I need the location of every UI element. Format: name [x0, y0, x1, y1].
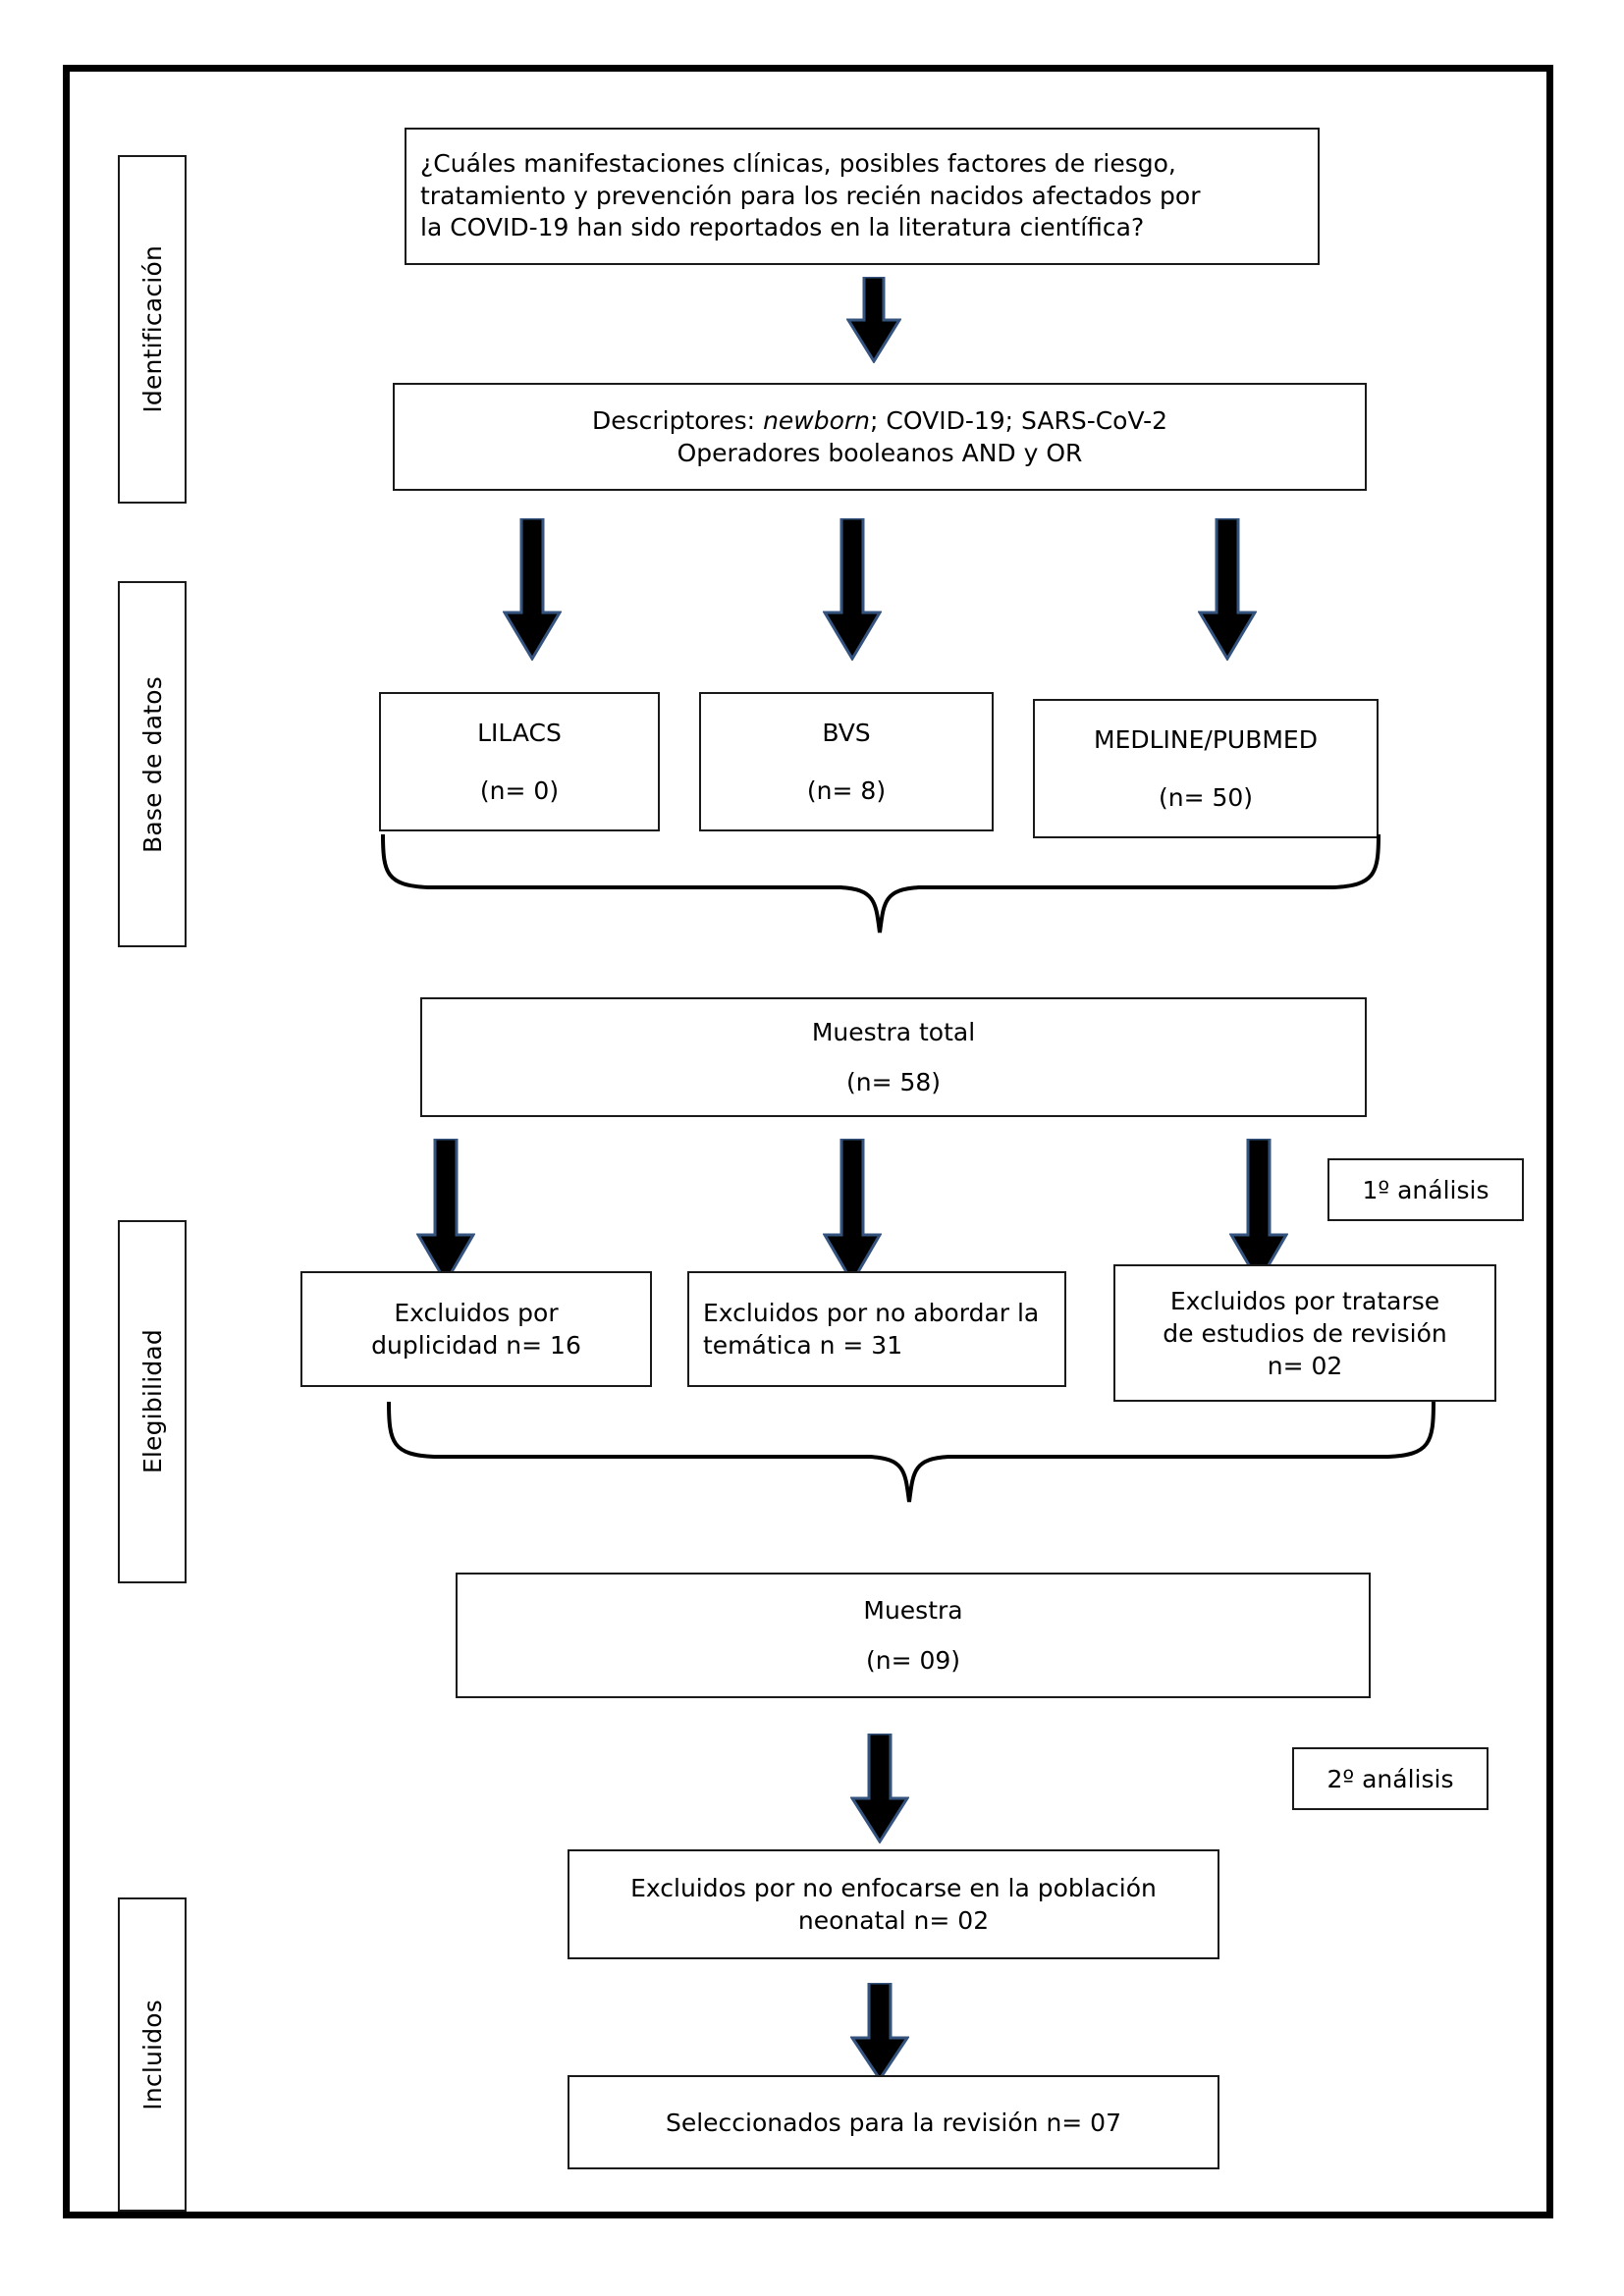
stage-label-base-de-datos: Base de datos — [118, 581, 187, 947]
arrow-question-to-descriptors — [846, 277, 901, 363]
brace-databases-to-total — [373, 834, 1384, 984]
exclusion-neonatal-line-1: Excluidos por no enfocarse en la poblaci… — [630, 1874, 1157, 1902]
exclusion-box-poblacion-neonatal: Excluidos por no enfocarse en la poblaci… — [568, 1849, 1219, 1959]
exclusion-duplicidad-line-2: duplicidad n= 16 — [371, 1331, 581, 1360]
descriptors-line-2: Operadores booleanos AND y OR — [677, 439, 1083, 467]
note-label-analisis-2: 2º análisis — [1326, 1764, 1454, 1793]
note-box-analisis-1: 1º análisis — [1327, 1158, 1524, 1221]
arrow-descriptors-to-bvs — [823, 518, 882, 661]
note-box-analisis-2: 2º análisis — [1292, 1747, 1489, 1810]
descriptors-prefix: Descriptores: — [591, 405, 764, 435]
database-name-lilacs: LILACS — [477, 719, 562, 747]
stage-label-base-de-datos-text: Base de datos — [137, 675, 167, 853]
arrow-total-to-exclusion-duplicidad — [416, 1139, 475, 1284]
sample-title: Muestra — [863, 1596, 963, 1625]
arrow-exclusion-to-included — [850, 1983, 909, 2081]
database-name-medline: MEDLINE/PUBMED — [1094, 725, 1318, 754]
stage-label-identificacion: Identificación — [118, 155, 187, 504]
total-sample-box: Muestra total (n= 58) — [420, 997, 1367, 1117]
descriptors-suffix: ; COVID-19; SARS-CoV-2 — [870, 405, 1168, 435]
exclusion-neonatal-line-2: neonatal n= 02 — [797, 1906, 990, 1935]
stage-label-elegibilidad-text: Elegibilidad — [137, 1329, 167, 1474]
stage-label-incluidos-text: Incluidos — [137, 1999, 167, 2110]
stage-label-incluidos: Incluidos — [118, 1897, 187, 2212]
total-sample-count: (n= 58) — [845, 1068, 942, 1096]
arrow-descriptors-to-lilacs — [503, 518, 562, 661]
arrow-total-to-exclusion-tematica — [823, 1139, 882, 1284]
sample-count: (n= 09) — [865, 1646, 961, 1675]
descriptors-italic-term: newborn — [763, 405, 871, 435]
arrow-descriptors-to-medline — [1198, 518, 1257, 661]
exclusion-revision-line-2: de estudios de revisión — [1163, 1318, 1447, 1348]
database-box-bvs: BVS (n= 8) — [699, 692, 994, 831]
exclusion-box-tematica: Excluidos por no abordar la temática n =… — [687, 1271, 1066, 1387]
exclusion-tematica-line-1: Excluidos por no abordar la — [703, 1299, 1040, 1327]
arrow-sample-to-exclusion-neonatal — [850, 1734, 909, 1843]
research-question-line-3: la COVID-19 han sido reportados en la li… — [420, 213, 1145, 242]
exclusion-box-revision: Excluidos por tratarse de estudios de re… — [1113, 1264, 1496, 1402]
exclusion-box-duplicidad: Excluidos por duplicidad n= 16 — [300, 1271, 652, 1387]
research-question-box: ¿Cuáles manifestaciones clínicas, posibl… — [405, 128, 1320, 265]
arrow-total-to-exclusion-revision — [1229, 1139, 1288, 1284]
database-count-lilacs: (n= 0) — [479, 776, 560, 805]
brace-exclusions-to-sample — [379, 1402, 1439, 1549]
database-box-lilacs: LILACS (n= 0) — [379, 692, 660, 831]
exclusion-tematica-line-2: temática n = 31 — [703, 1331, 903, 1360]
database-count-medline: (n= 50) — [1158, 783, 1254, 812]
included-label: Seleccionados para la revisión n= 07 — [665, 2108, 1121, 2137]
exclusion-duplicidad-line-1: Excluidos por — [394, 1299, 559, 1327]
database-box-medline: MEDLINE/PUBMED (n= 50) — [1033, 699, 1379, 838]
included-box: Seleccionados para la revisión n= 07 — [568, 2075, 1219, 2169]
stage-label-elegibilidad: Elegibilidad — [118, 1220, 187, 1583]
descriptors-line-1: Descriptores: newborn; COVID-19; SARS-Co… — [408, 404, 1351, 438]
research-question-line-2: tratamiento y prevención para los recién… — [420, 181, 1201, 210]
note-label-analisis-1: 1º análisis — [1362, 1175, 1489, 1204]
sample-box: Muestra (n= 09) — [456, 1573, 1371, 1698]
exclusion-revision-line-1: Excluidos por tratarse — [1169, 1286, 1440, 1315]
exclusion-revision-line-3: n= 02 — [1267, 1351, 1343, 1380]
database-name-bvs: BVS — [822, 719, 871, 747]
stage-label-identificacion-text: Identificación — [137, 245, 167, 413]
descriptors-box: Descriptores: newborn; COVID-19; SARS-Co… — [393, 383, 1367, 491]
database-count-bvs: (n= 8) — [806, 776, 887, 805]
total-sample-title: Muestra total — [811, 1018, 976, 1046]
research-question-line-1: ¿Cuáles manifestaciones clínicas, posibl… — [420, 149, 1176, 179]
